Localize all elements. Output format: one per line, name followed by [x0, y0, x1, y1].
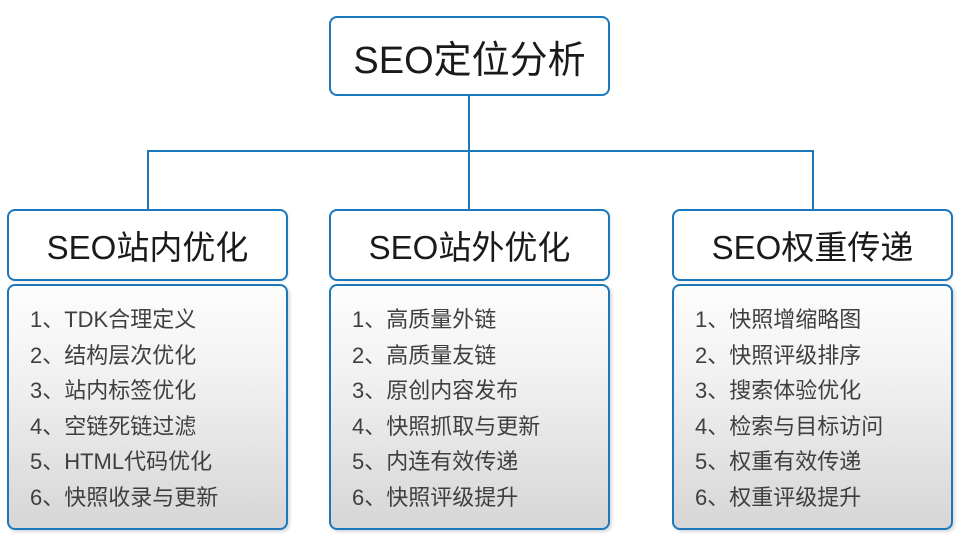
list-item: 4、快照抓取与更新 — [352, 413, 541, 439]
list-item: 3、站内标签优化 — [30, 378, 197, 403]
list-item: 4、空链死链过滤 — [30, 413, 197, 439]
column-title: SEO站外优化 — [368, 229, 571, 266]
list-item: 5、内连有效传递 — [352, 449, 519, 474]
list-item: 1、快照增缩略图 — [695, 307, 862, 332]
connector-drop-right — [812, 150, 814, 209]
column-header-weight: SEO权重传递 — [672, 209, 953, 281]
list-item: 3、搜索体验优化 — [695, 378, 862, 403]
connector-root-drop — [468, 95, 470, 152]
list-item: 2、结构层次优化 — [30, 342, 197, 368]
list-item: 5、权重有效传递 — [695, 449, 862, 474]
list-item: 1、高质量外链 — [352, 307, 497, 332]
root-title: SEO定位分析 — [353, 39, 586, 82]
list-item: 5、HTML代码优化 — [30, 449, 213, 474]
connector-drop-middle — [468, 150, 470, 209]
list-item: 6、快照收录与更新 — [30, 484, 219, 510]
list-item: 1、TDK合理定义 — [30, 307, 197, 332]
connector-drop-left — [147, 150, 149, 209]
column-title: SEO站内优化 — [46, 229, 249, 266]
column-header-offsite: SEO站外优化 — [329, 209, 610, 281]
column-list-onsite: 1、TDK合理定义 2、结构层次优化 3、站内标签优化 4、空链死链过滤 5、H… — [7, 284, 288, 530]
list-item: 2、高质量友链 — [352, 342, 497, 368]
list-item: 6、权重评级提升 — [695, 484, 862, 510]
root-node: SEO定位分析 — [329, 16, 610, 96]
column-header-onsite: SEO站内优化 — [7, 209, 288, 281]
connector-cross-bar — [147, 150, 814, 152]
column-list-offsite: 1、高质量外链 2、高质量友链 3、原创内容发布 4、快照抓取与更新 5、内连有… — [329, 284, 610, 530]
list-item: 4、检索与目标访问 — [695, 413, 884, 439]
list-item: 3、原创内容发布 — [352, 378, 519, 403]
column-title: SEO权重传递 — [711, 229, 914, 266]
list-item: 6、快照评级提升 — [352, 484, 519, 510]
list-item: 2、快照评级排序 — [695, 342, 862, 368]
column-list-weight: 1、快照增缩略图 2、快照评级排序 3、搜索体验优化 4、检索与目标访问 5、权… — [672, 284, 953, 530]
